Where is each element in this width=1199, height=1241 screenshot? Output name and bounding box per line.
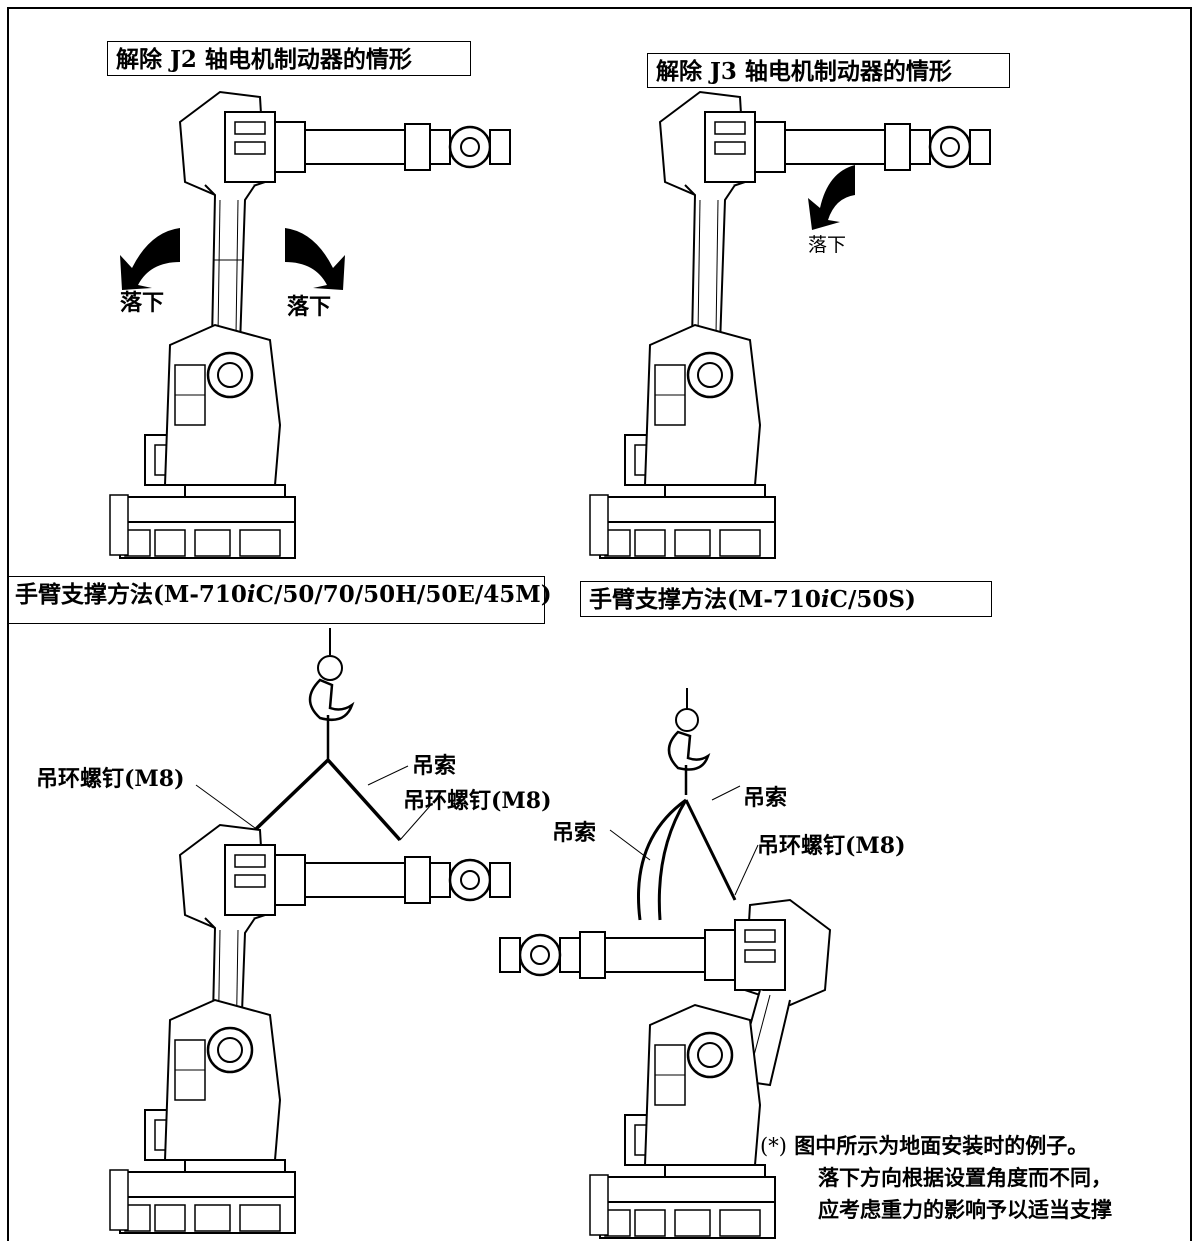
title-j2-release: 解除 J2 轴电机制动器的情形 [107,41,471,76]
figure-j2-robot [108,90,512,560]
fall-arrow-right [285,228,345,290]
note-marker: (*) [760,1134,787,1158]
eyebolt-label-s: 吊环螺钉(M8) [757,833,906,859]
title-support-main-prefix: 手臂支撑方法(M-710 [15,581,247,608]
fall-label-left: 落下 [120,290,165,316]
eyebolt-label-right: 吊环螺钉(M8) [403,788,552,814]
title-support-main-suffix: C/50/70/50H/50E/45M) [255,581,552,608]
title-support-s-italic: i [820,586,830,613]
title-support-s: 手臂支撑方法(M-710iC/50S) [580,581,992,617]
title-j2-release-text: 解除 J2 轴电机制动器的情形 [116,46,412,73]
leader-sling-s-right [711,785,741,801]
leader-eyebolt-s [734,844,759,896]
title-j3-release: 解除 J3 轴电机制动器的情形 [647,53,1010,88]
leader-eyebolt-left [195,784,256,829]
note-text-2: 落下方向根据设置角度而不同， [818,1165,1112,1190]
sling-label-main: 吊索 [412,753,457,779]
figure-j3-robot [588,90,992,560]
figure-support-s-robot [498,688,832,1240]
page-frame [7,7,1192,1241]
title-support-main-italic: i [246,581,256,608]
fall-label-j3: 落下 [808,234,847,256]
note-line-1: (*) 图中所示为地面安装时的例子。 [760,1130,1112,1162]
fall-arrow-j3 [808,165,855,230]
sling-label-s-left: 吊索 [552,820,597,846]
fall-arrow-left [120,228,180,290]
title-support-s-suffix: C/50S) [829,586,916,613]
leader-eyebolt-right [399,805,431,841]
leader-sling-main [367,765,409,786]
installation-note: (*) 图中所示为地面安装时的例子。 落下方向根据设置角度而不同， 应考虑重力的… [760,1130,1112,1226]
sling-label-s-right: 吊索 [743,785,788,811]
title-support-main: 手臂支撑方法(M-710iC/50/70/50H/50E/45M) [9,576,552,624]
title-j3-release-text: 解除 J3 轴电机制动器的情形 [656,58,952,85]
fall-label-right: 落下 [287,294,332,320]
note-text-3: 应考虑重力的影响予以适当支撑 [818,1197,1112,1222]
figure-support-main-robot [108,628,512,1235]
title-support-s-prefix: 手臂支撑方法(M-710 [589,586,821,613]
leader-sling-s-left [609,829,651,861]
eyebolt-label-left: 吊环螺钉(M8) [36,766,185,792]
note-text-1: 图中所示为地面安装时的例子。 [794,1133,1089,1158]
